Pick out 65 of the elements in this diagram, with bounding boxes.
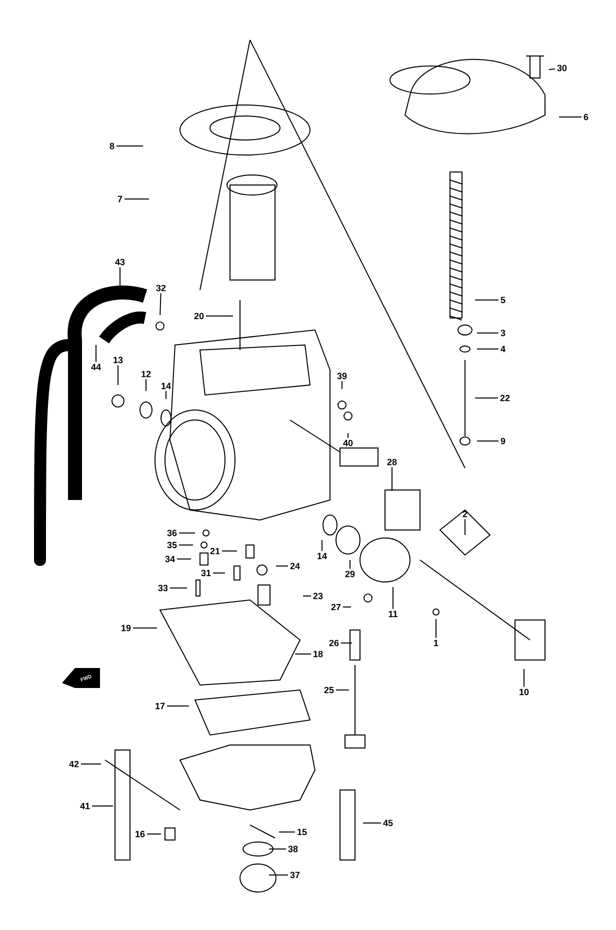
leader-line bbox=[268, 874, 288, 876]
callout-number: 44 bbox=[91, 364, 101, 370]
callout-number: 10 bbox=[520, 688, 529, 696]
callout-number: 13 bbox=[114, 356, 123, 364]
callout-number: 3 bbox=[500, 330, 506, 336]
callout-number: 32 bbox=[156, 284, 166, 292]
callout-number: 33 bbox=[158, 584, 168, 592]
leader-line bbox=[178, 532, 196, 534]
callout-number: 22 bbox=[500, 394, 510, 402]
callout-number: 23 bbox=[313, 592, 323, 600]
leader-line bbox=[268, 848, 286, 850]
callout-number: 20 bbox=[194, 312, 204, 320]
callout-number: 25 bbox=[324, 686, 334, 694]
leader-line bbox=[212, 572, 226, 574]
leader-line bbox=[464, 518, 466, 536]
callout-number: 39 bbox=[337, 372, 347, 380]
callout-number: 45 bbox=[383, 820, 393, 826]
callout-number: 14 bbox=[318, 552, 327, 560]
callout-number: 41 bbox=[80, 802, 90, 810]
callout-number: 19 bbox=[122, 624, 131, 632]
leader-line bbox=[558, 116, 582, 118]
leader-line bbox=[178, 544, 194, 546]
callout-number: 31 bbox=[201, 570, 211, 576]
callout-number: 16 bbox=[136, 830, 145, 838]
callout-number: 21 bbox=[210, 548, 220, 554]
callout-number: 4 bbox=[500, 346, 506, 352]
callout-number: 30 bbox=[557, 64, 567, 72]
callout-number: 26 bbox=[329, 640, 339, 646]
leader-line bbox=[476, 332, 499, 334]
callout-number: 18 bbox=[314, 650, 323, 658]
leader-line bbox=[124, 198, 150, 200]
leader-line bbox=[160, 292, 162, 316]
callout-number: 34 bbox=[165, 556, 175, 562]
callout-number: 28 bbox=[387, 458, 397, 466]
callout-number: 5 bbox=[500, 296, 506, 304]
callout-number: 8 bbox=[110, 142, 114, 150]
leader-line bbox=[340, 642, 352, 644]
callout-number: 14 bbox=[162, 382, 171, 390]
callout-number: 15 bbox=[298, 828, 307, 836]
callout-number: 1 bbox=[434, 640, 438, 646]
leader-line bbox=[476, 440, 499, 442]
callout-number: 27 bbox=[331, 604, 341, 610]
callout-number: 40 bbox=[343, 440, 353, 446]
callout-number: 11 bbox=[388, 610, 398, 618]
callout-number: 17 bbox=[156, 702, 165, 710]
leader-line bbox=[176, 558, 192, 560]
leader-line bbox=[392, 586, 394, 610]
callout-number: 37 bbox=[290, 872, 300, 878]
callout-number: 7 bbox=[118, 196, 122, 202]
callout-number: 38 bbox=[288, 846, 298, 852]
callout-number: 42 bbox=[69, 760, 79, 768]
leader-line bbox=[476, 348, 499, 350]
callout-number: 29 bbox=[345, 570, 355, 578]
leader-line bbox=[548, 68, 556, 70]
callout-number: 43 bbox=[115, 258, 125, 266]
leader-line bbox=[222, 550, 238, 552]
callout-number: 24 bbox=[290, 562, 300, 570]
callout-number: 6 bbox=[584, 114, 588, 120]
callout-number: 9 bbox=[500, 438, 506, 444]
callout-number: 36 bbox=[167, 530, 177, 536]
leader-line bbox=[116, 146, 144, 147]
callout-number: 35 bbox=[167, 542, 177, 548]
leader-line bbox=[362, 822, 382, 824]
leader-line bbox=[342, 606, 352, 608]
callout-number: 12 bbox=[142, 370, 151, 378]
